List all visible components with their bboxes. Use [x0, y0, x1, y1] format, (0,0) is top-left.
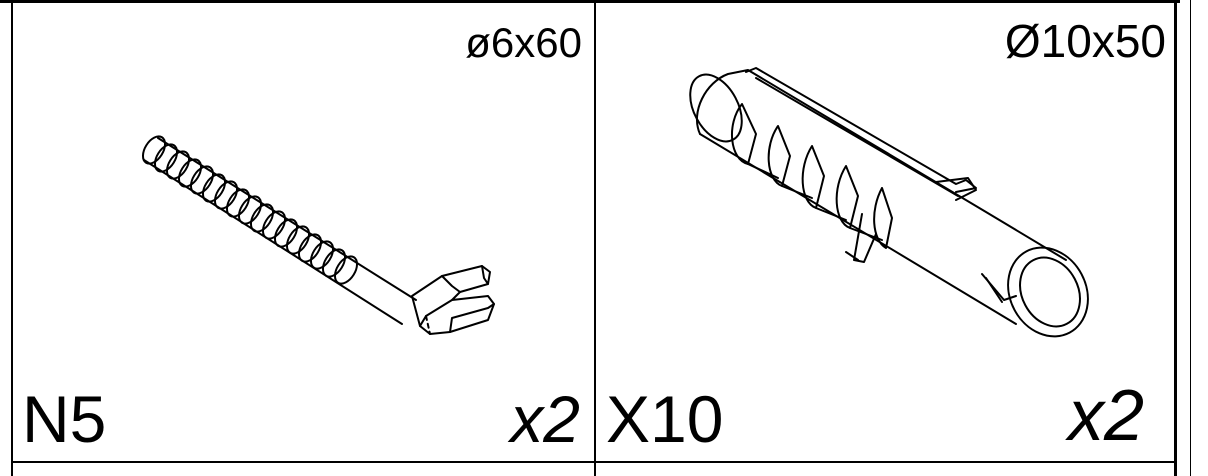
hardware-item-hook-screw: ø6x60	[12, 0, 594, 462]
frame-right-border	[1174, 0, 1177, 476]
item-dimension: Ø10x50	[1004, 15, 1166, 67]
item-code: N5	[22, 382, 107, 456]
item-quantity: x2	[510, 382, 580, 456]
item-code: X10	[606, 382, 724, 456]
hook-screw-icon	[141, 135, 495, 335]
frame-left-divider	[11, 0, 13, 476]
item-dimension: ø6x60	[465, 19, 582, 66]
wall-plug-icon	[689, 67, 1089, 338]
frame-bottom-border	[11, 461, 1177, 463]
frame-middle-divider	[594, 0, 596, 476]
hardware-item-wall-plug: Ø10x50	[596, 0, 1174, 462]
frame-top-border	[0, 0, 1180, 3]
item-quantity: x2	[1067, 376, 1144, 456]
frame-outer-right-line	[1190, 0, 1191, 476]
